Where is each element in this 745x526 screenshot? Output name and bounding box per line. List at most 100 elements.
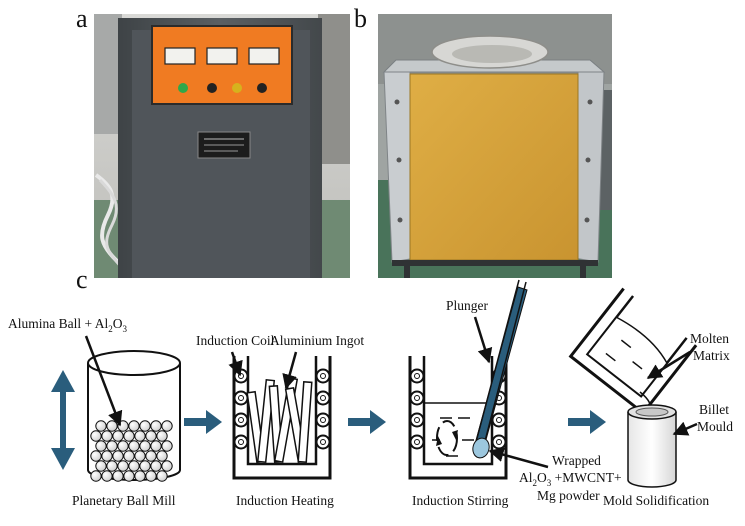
alumina-ball-icon — [150, 440, 162, 452]
alumina-ball-icon — [134, 470, 146, 482]
pointer-arrow — [473, 316, 493, 364]
coil-ring-inner — [414, 395, 420, 401]
alumina-ball-icon — [95, 440, 107, 452]
coil-ring-icon — [233, 412, 249, 428]
coil-ring-inner — [238, 439, 244, 445]
panel-letter-b: b — [354, 4, 367, 33]
coil-ring-icon — [491, 412, 507, 428]
alumina-ball-icon — [145, 470, 157, 482]
meter-icon — [248, 47, 280, 65]
label-aluminium-ingot: Aluminium Ingot — [270, 333, 364, 348]
induction-heating-crucible — [232, 356, 332, 480]
pointer-arrow — [488, 447, 549, 469]
alumina-ball-icon — [101, 470, 113, 482]
knob-icon — [207, 83, 217, 93]
coil-ring-inner — [320, 395, 326, 401]
alumina-ball-icon — [156, 430, 168, 442]
ball-mill-jar — [87, 350, 181, 482]
coil-ring-icon — [233, 390, 249, 406]
alumina-ball-icon — [156, 450, 168, 462]
panel-letter-c: c — [76, 265, 88, 294]
caption-solidification: Mold Solidification — [603, 493, 709, 508]
label-mould: Mould — [697, 419, 733, 434]
double-arrow-icon — [51, 370, 75, 470]
label-induction-coil: Induction Coil — [196, 333, 275, 348]
alumina-ball-icon — [90, 470, 102, 482]
induction-stirring-crucible — [408, 279, 528, 480]
billet-mould-cylinder — [627, 404, 677, 488]
alumina-ball-icon — [112, 450, 124, 462]
pointer-arrow — [282, 351, 298, 390]
panel-letter-a: a — [76, 4, 88, 33]
caption-heating: Induction Heating — [236, 493, 334, 508]
alumina-ball-icon — [95, 460, 107, 472]
coil-ring-icon — [491, 434, 507, 450]
alumina-ball-icon — [101, 430, 113, 442]
coil-ring-inner — [238, 417, 244, 423]
alumina-ball-icon — [134, 450, 146, 462]
coil-ring-icon — [315, 434, 331, 450]
coil-ring-icon — [409, 412, 425, 428]
alumina-ball-icon — [156, 470, 168, 482]
coil-ring-inner — [238, 395, 244, 401]
label-plunger: Plunger — [446, 298, 489, 313]
pointer-arrow — [672, 421, 698, 436]
alumina-ball-icon — [123, 450, 135, 462]
alumina-ball-icon — [128, 460, 140, 472]
alumina-ball-icon — [95, 420, 107, 432]
alumina-ball-icon — [139, 460, 151, 472]
coil-ring-icon — [233, 368, 249, 384]
pouring-crucible — [568, 287, 698, 416]
coil-ring-icon — [409, 390, 425, 406]
alumina-ball-icon — [161, 440, 173, 452]
coil-ring-icon — [233, 434, 249, 450]
label-mg-powder: Mg powder — [537, 488, 600, 503]
label-matrix: Matrix — [693, 348, 730, 363]
knob-icon — [257, 83, 267, 93]
label-billet: Billet — [699, 402, 729, 417]
alumina-ball-icon — [106, 440, 118, 452]
alumina-ball-icon — [90, 430, 102, 442]
stirring-swirl-icon — [436, 420, 458, 456]
alumina-ball-icon — [161, 420, 173, 432]
alumina-ball-icon — [150, 460, 162, 472]
plunger-icon — [472, 279, 528, 459]
alumina-ball-icon — [101, 450, 113, 462]
alumina-ball-icon — [134, 430, 146, 442]
flow-arrow-icon — [184, 410, 222, 434]
alumina-balls — [90, 420, 173, 482]
coil-ring-inner — [320, 373, 326, 379]
alumina-ball-icon — [150, 420, 162, 432]
coil-ring-icon — [409, 434, 425, 450]
photo-a: a — [76, 4, 350, 278]
coil-ring-inner — [414, 417, 420, 423]
alumina-ball-icon — [161, 460, 173, 472]
alumina-ball-icon — [145, 450, 157, 462]
yellow-button-icon — [232, 83, 242, 93]
pointer-arrow — [228, 351, 243, 377]
furnace-body — [409, 73, 579, 261]
caption-ball-mill: Planetary Ball Mill — [72, 493, 176, 508]
flow-arrow-icon — [568, 410, 606, 434]
melt-dashes — [432, 417, 474, 457]
alumina-ball-icon — [117, 460, 129, 472]
alumina-ball-icon — [139, 440, 151, 452]
coil-ring-inner — [320, 439, 326, 445]
photo-b: b — [354, 4, 612, 278]
pointer-arrow — [646, 350, 691, 380]
meter-icon — [206, 47, 238, 65]
alumina-ball-icon — [123, 470, 135, 482]
coil-ring-icon — [315, 368, 331, 384]
ingot-bars — [246, 377, 313, 464]
coil-ring-inner — [496, 417, 502, 423]
alumina-ball-icon — [139, 420, 151, 432]
alumina-ball-icon — [128, 440, 140, 452]
label-al2o3-mwcnt: Al2O3 +MWCNT+ — [519, 470, 622, 488]
alumina-ball-icon — [106, 460, 118, 472]
alumina-ball-icon — [123, 430, 135, 442]
alumina-ball-icon — [117, 440, 129, 452]
label-alumina-ball: Alumina Ball + Al2O3 — [8, 316, 128, 334]
alumina-ball-icon — [112, 470, 124, 482]
